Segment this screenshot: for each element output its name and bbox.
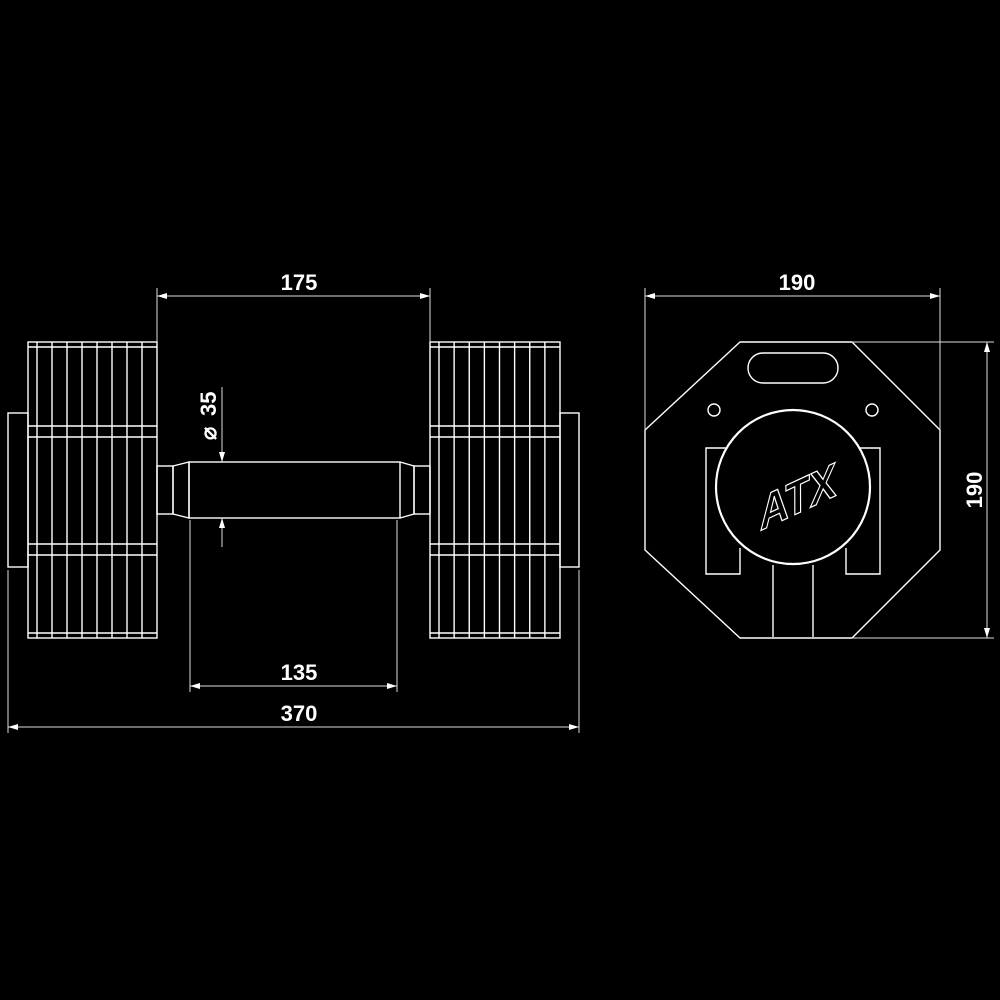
end-view: ATX 190 190: [644, 270, 994, 639]
dimension-label: 135: [281, 660, 318, 685]
left-plate-stack: [27, 341, 158, 639]
dimension-190-height: 190: [852, 341, 994, 639]
right-end-cap: [559, 412, 580, 568]
dimension-135: 135: [189, 520, 398, 692]
pocket-right: [845, 447, 881, 575]
diameter-symbol: ⌀: [196, 426, 221, 440]
dimension-label: 370: [281, 701, 318, 726]
dimension-label: 175: [281, 270, 318, 295]
hole-right: [865, 403, 879, 417]
plate-outline: [27, 341, 158, 639]
plate-outline: [429, 341, 561, 639]
dimension-370: 370: [7, 570, 580, 733]
dimension-175: 175: [156, 270, 431, 342]
dimension-190-width: 190: [644, 270, 941, 430]
dimension-diameter-35: ⌀ 35: [196, 387, 225, 547]
left-end-cap: [7, 412, 29, 568]
hole-left: [707, 403, 721, 417]
handle-slot: [747, 352, 839, 384]
handle: [156, 461, 431, 519]
stem-slot: [772, 565, 814, 637]
center-disc: [714, 408, 872, 566]
dimension-label: 190: [962, 472, 987, 509]
dimension-label: 35: [196, 392, 221, 416]
side-view: 175 135 370 ⌀ 35: [7, 270, 580, 733]
right-plate-stack: [429, 341, 561, 639]
pocket-left: [705, 447, 741, 575]
dimension-label: 190: [779, 270, 816, 295]
